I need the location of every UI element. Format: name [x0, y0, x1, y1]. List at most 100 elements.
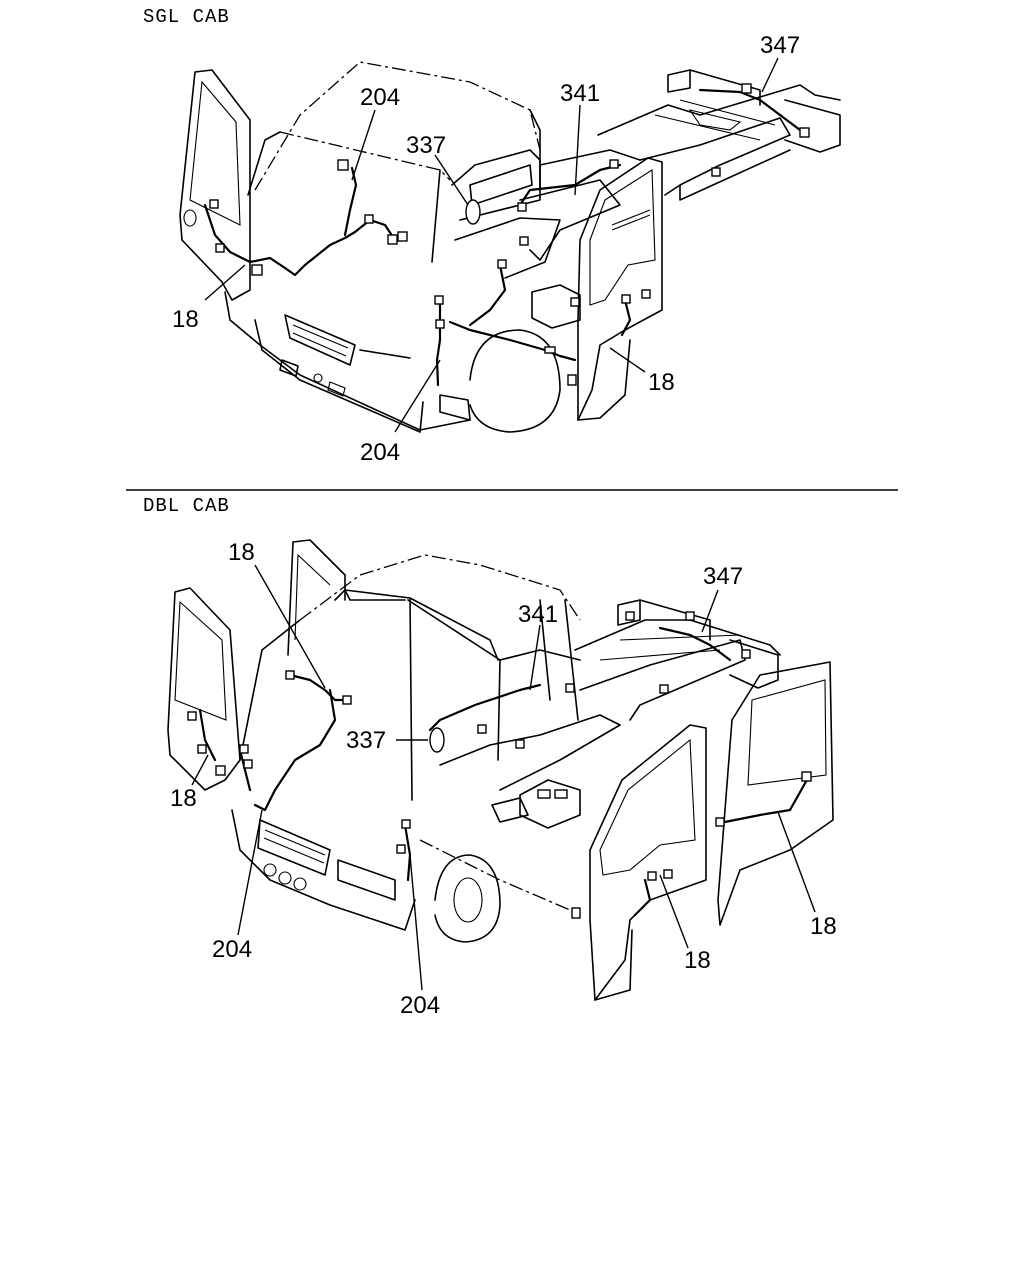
dbl-callout-204-left: 204 [212, 936, 252, 963]
connector [209, 199, 219, 209]
connector [741, 83, 752, 94]
dbl-callout-341: 341 [518, 601, 558, 628]
connector [625, 611, 635, 621]
callout-204: 204 [360, 84, 400, 111]
front-lamp [313, 373, 323, 383]
connector [239, 744, 249, 754]
connector [647, 871, 657, 881]
connector [337, 159, 349, 171]
leader-204-bottom [394, 359, 441, 433]
connector [434, 295, 444, 305]
dbl-rear-door-harness [723, 776, 810, 824]
connector [477, 724, 487, 734]
dbl-cab-illustration [167, 539, 834, 1001]
right-door-bottom [577, 339, 631, 421]
dbl-floor-harness [428, 683, 542, 732]
dbl-tail-harness [658, 626, 732, 662]
leader-347 [761, 57, 779, 93]
dbl-right-rear-door [717, 661, 834, 926]
callout-347: 347 [760, 32, 800, 59]
dbl-battery-tray [491, 797, 529, 823]
connector [215, 243, 225, 253]
connector [285, 670, 295, 680]
dbl-callout-337: 337 [346, 727, 386, 754]
rear-pillar [529, 109, 541, 191]
dbl-callout-18-top: 18 [228, 539, 255, 566]
connector [397, 231, 408, 242]
connector [715, 817, 725, 827]
dbl-front-door-harness [633, 878, 652, 917]
left-door-window [189, 80, 241, 226]
windshield-side [431, 169, 441, 263]
cab-rear-window [469, 164, 533, 206]
windshield-lower [279, 131, 451, 181]
front-wheel [469, 329, 561, 433]
connector [364, 214, 374, 224]
dbl-grille-slats [263, 829, 326, 864]
front-harness-branch [343, 166, 358, 237]
left-door [179, 69, 251, 301]
dbl-lamp [293, 877, 307, 891]
connector [519, 236, 529, 246]
floor-outline [519, 179, 621, 261]
dbl-callout-347: 347 [703, 563, 743, 590]
connector [570, 297, 580, 307]
dbl-harness-top [288, 673, 347, 702]
dbl-right-front-door-bottom [594, 929, 633, 1001]
battery-box [531, 284, 581, 329]
leader-204-top [351, 109, 376, 181]
fog-lamp [279, 359, 299, 377]
left-rear-door [287, 539, 346, 656]
dbl-frame-end-right [729, 639, 779, 689]
frame-crossmember-inner [654, 99, 776, 141]
connector [741, 649, 751, 659]
leader-18-left [204, 264, 246, 301]
connector [567, 374, 577, 386]
leader-337 [434, 154, 469, 206]
callout-341: 341 [560, 80, 600, 107]
cab-back-panel [451, 149, 541, 221]
connector [187, 711, 197, 721]
dbl-front-grille [257, 819, 331, 876]
connector [251, 264, 263, 276]
leader-341 [574, 104, 581, 196]
front-bumper-top [224, 291, 471, 431]
connector [497, 259, 507, 269]
dbl-cab-c-pillar [539, 599, 579, 721]
dbl-cab-b-pillar [497, 659, 501, 761]
connector [641, 289, 651, 299]
dbl-leader-18-left [191, 754, 209, 786]
connector [515, 739, 525, 749]
dbl-battery-1 [519, 779, 581, 829]
dbl-leader-204-left [237, 809, 263, 936]
dbl-cab-roof [299, 554, 581, 621]
connector [517, 202, 527, 212]
dbl-cab-section: DBL CAB [143, 495, 837, 1019]
dbl-front-bumper [231, 809, 416, 931]
right-door-harness [620, 298, 632, 337]
dbl-cab-title: DBL CAB [143, 495, 230, 517]
grille-slats [292, 324, 349, 357]
cab-front-pillar [247, 131, 281, 196]
connector [554, 789, 568, 799]
dbl-callout-18-left: 18 [170, 785, 197, 812]
dbl-component-337 [429, 727, 445, 753]
dbl-lamp [263, 863, 277, 877]
frame-end-right [784, 99, 841, 153]
sgl-cab-section: SGL CAB [143, 6, 841, 466]
dbl-leader-18-top [254, 564, 326, 689]
dbl-front-harness [253, 688, 337, 812]
connector [801, 771, 812, 782]
door-handle [183, 209, 197, 227]
connector [571, 907, 581, 919]
connector [537, 789, 551, 799]
dbl-callout-204-bottom: 204 [400, 992, 440, 1019]
frame-plate [688, 109, 742, 131]
floor-mid [454, 217, 561, 279]
connector [659, 684, 669, 694]
connector [197, 744, 207, 754]
callout-204-bottom: 204 [360, 439, 400, 466]
left-front-door-window [174, 600, 227, 721]
dbl-right-rear-door-window [747, 679, 827, 786]
